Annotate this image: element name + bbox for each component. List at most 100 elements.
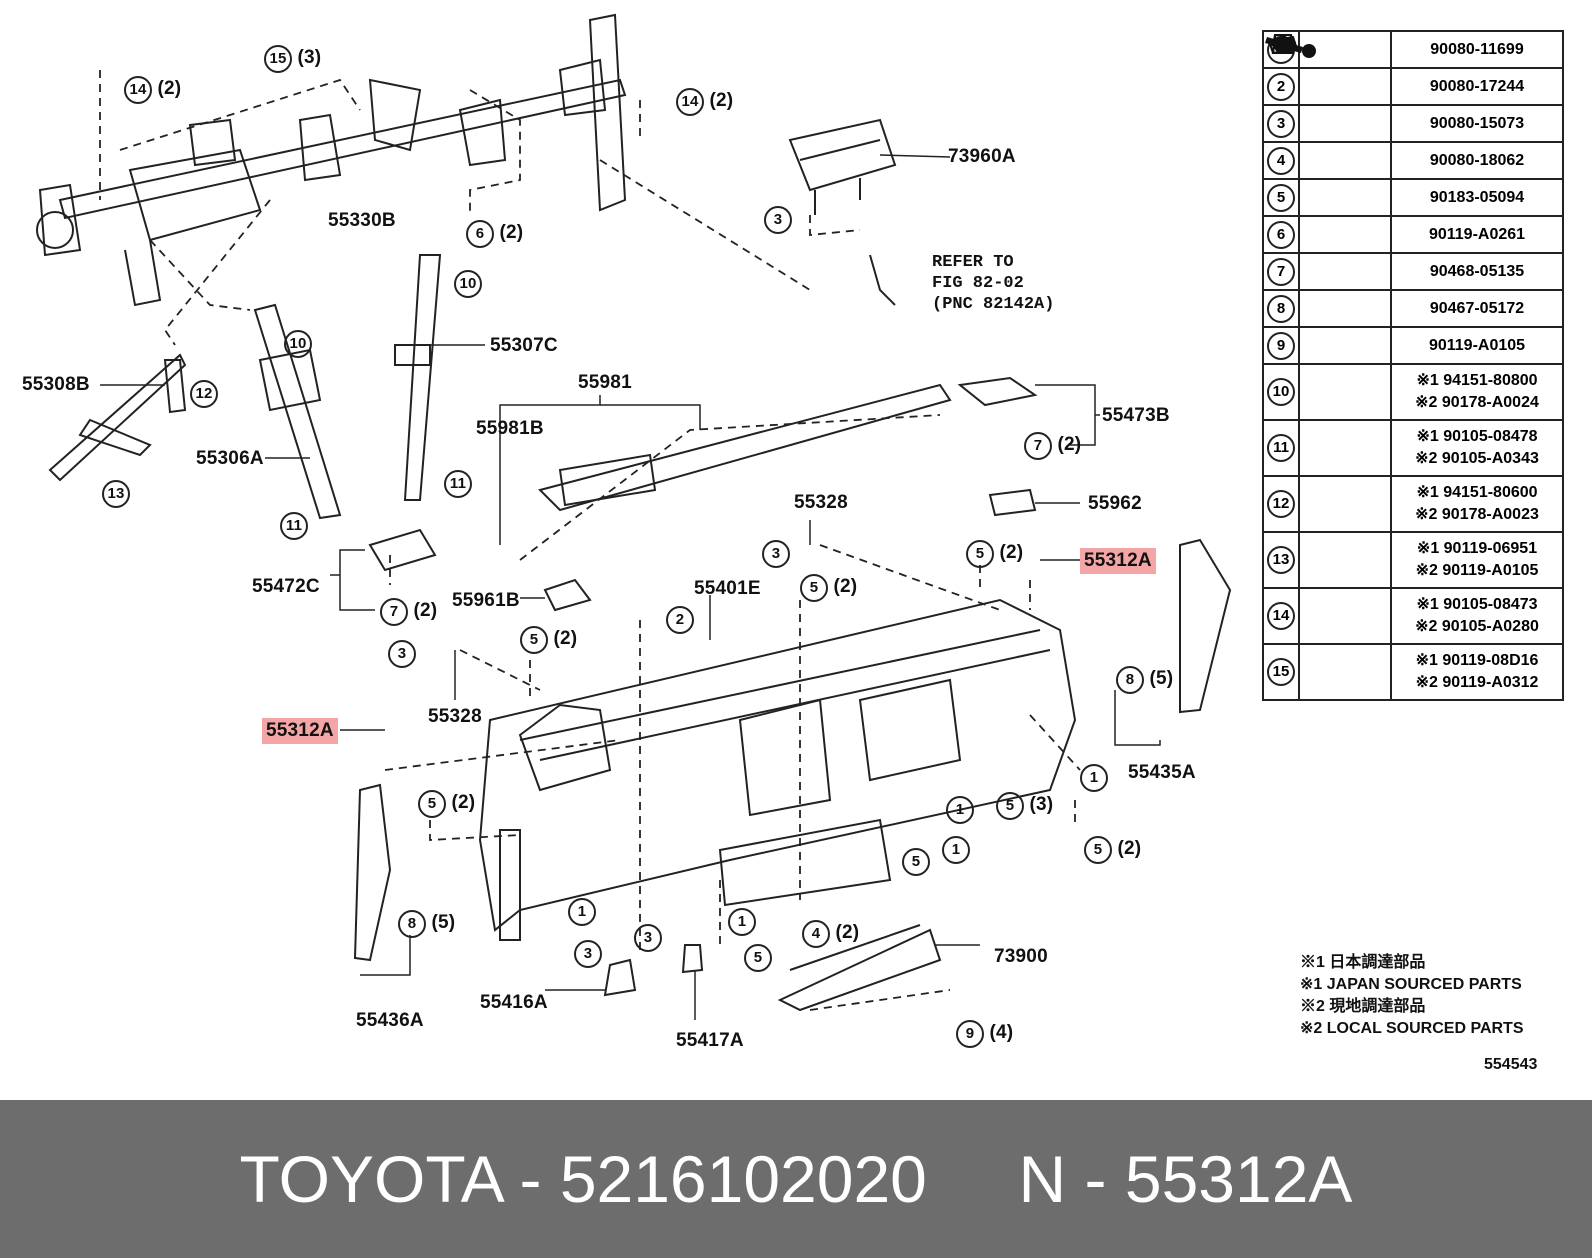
callout: 7 (2) [380, 598, 437, 626]
fastener-picture-cell [1269, 38, 1392, 143]
fastener-number: 2 [1267, 72, 1295, 101]
label-55401e: 55401E [694, 578, 761, 599]
callout-number: 5 [520, 626, 548, 654]
label-55961b: 55961B [452, 590, 520, 611]
fastener-row: 6 90119-A0261 [1262, 38, 1564, 254]
fastener-number: 12 [1267, 490, 1295, 518]
callout-qty: (2) [157, 78, 182, 99]
callout: 8 (5) [1116, 666, 1173, 694]
callout-qty: (2) [709, 90, 734, 111]
parts-diagram: 73960A 55330B 55307C 55308B 55306A 55981… [22, 13, 1564, 1073]
fastener-row: 15 ※1 90119-08D16※2 90119-A0312 [1262, 38, 1564, 701]
fastener-part-number-cell: ※1 90119-08D16※2 90119-A0312 [1390, 643, 1564, 701]
callout-qty: (5) [431, 912, 456, 933]
callout: 1 [568, 898, 596, 926]
fastener-part-number-cell: 90468-05135 [1390, 252, 1564, 291]
callout-number: 5 [744, 944, 772, 972]
note-line: ※2 現地調達部品 [1300, 998, 1426, 1015]
callout-number: 8 [398, 910, 426, 938]
fastener-number-cell: 5 [1262, 178, 1300, 217]
callout-qty: (3) [1029, 794, 1054, 815]
fastener-part-number-cell: 90080-15073 [1390, 104, 1564, 143]
callout: 3 [762, 540, 790, 568]
instrument-panel-shape [478, 598, 1077, 932]
callout-number: 3 [764, 206, 792, 234]
fastener-part-number: 90119-A0261 [1428, 225, 1526, 243]
fastener-picture-cell [1269, 38, 1392, 365]
fastener-part-number: ※1 90119-06951 [1416, 540, 1538, 557]
fastener-number: 15 [1267, 658, 1295, 686]
fastener-number: 13 [1267, 546, 1295, 574]
fastener-number-cell: 2 [1262, 67, 1300, 106]
fastener-picture-cell [1269, 38, 1392, 254]
fastener-picture-cell [1265, 37, 1392, 645]
callout: 5 (2) [520, 626, 577, 654]
fastener-picture-cell [1269, 38, 1392, 589]
callout-number: 5 [1084, 836, 1112, 864]
fastener-part-number: ※2 90178-A0024 [1415, 394, 1539, 411]
label-55473b: 55473B [1102, 405, 1170, 426]
fastener-picture-cell [1274, 36, 1392, 106]
fastener-part-number: 90468-05135 [1429, 262, 1525, 280]
fastener-row: 10※1 94151-80800※2 90178-A0024 [1262, 36, 1564, 421]
callout: 1 [728, 908, 756, 936]
callout-number: 1 [568, 898, 596, 926]
fastener-number-cell: 15 [1262, 643, 1300, 701]
fastener-part-number-cell: 90080-17244 [1390, 67, 1564, 106]
fastener-table-body: 190080-11699290080-17244390080-150734900… [1262, 30, 1564, 701]
fastener-part-number-cell: ※1 90105-08473※2 90105-A0280 [1390, 587, 1564, 645]
fastener-row: 2 90080-17244 [1262, 36, 1564, 106]
callout-number: 9 [956, 1020, 984, 1048]
fastener-part-number: ※1 90105-08473 [1416, 596, 1538, 613]
fastener-number: 7 [1267, 257, 1295, 286]
reinforcement-beam-shape [58, 78, 627, 220]
callout: 5 [744, 944, 772, 972]
callout: 7 (2) [1024, 432, 1081, 460]
refer-note: REFER TO FIG 82-02 (PNC 82142A) [932, 253, 1055, 314]
callout-qty: (2) [833, 576, 858, 597]
callout-qty: (2) [999, 542, 1024, 563]
note-line: ※1 JAPAN SOURCED PARTS [1300, 976, 1522, 993]
fastener-part-number: 90080-17244 [1429, 77, 1525, 95]
callout-number: 8 [1116, 666, 1144, 694]
fastener-number-cell: 4 [1262, 141, 1300, 180]
callout-qty: (2) [499, 222, 524, 243]
label-55962: 55962 [1088, 493, 1142, 514]
callout: 11 [280, 512, 308, 540]
fastener-number: 6 [1267, 220, 1295, 249]
label-55306a: 55306A [196, 448, 264, 469]
callout: 11 [444, 470, 472, 498]
callout-qty: (2) [1117, 838, 1142, 859]
callout-number: 10 [454, 270, 482, 298]
fastener-part-number: ※2 90119-A0105 [1415, 562, 1539, 579]
callout-number: 4 [802, 920, 830, 948]
fastener-number-cell: 12 [1262, 475, 1300, 533]
fastener-number-cell: 3 [1262, 104, 1300, 143]
label-55435a: 55435A [1128, 762, 1196, 783]
callout: 4 (2) [802, 920, 859, 948]
fastener-picture-cell [1271, 34, 1392, 291]
callout-qty: (2) [451, 792, 476, 813]
label-55416a: 55416A [480, 992, 548, 1013]
fastener-row: 14※1 90105-08473※2 90105-A0280 [1262, 37, 1564, 645]
callout: 5 [902, 848, 930, 876]
fastener-picture-cell [1267, 35, 1392, 217]
fastener-number-cell: 8 [1262, 289, 1300, 328]
callout: 8 (5) [398, 910, 455, 938]
callout: 3 [764, 206, 792, 234]
label-55981: 55981 [578, 372, 632, 393]
callout-number: 1 [946, 796, 974, 824]
sourcing-notes: ※1 日本調達部品 ※1 JAPAN SOURCED PARTS ※2 現地調達… [1300, 952, 1524, 1040]
fastener-part-number: ※1 90119-08D16 [1415, 652, 1539, 669]
fastener-row: 3 90080-15073 [1262, 38, 1564, 143]
fastener-picture-cell [1274, 36, 1392, 533]
callout-number: 7 [380, 598, 408, 626]
callout: 2 [666, 606, 694, 634]
callout-number: 3 [762, 540, 790, 568]
fastener-number-cell: 11 [1262, 419, 1300, 477]
callout: 1 [1080, 764, 1108, 792]
label-55472c: 55472C [252, 576, 320, 597]
fastener-row: 7 90468-05135 [1262, 34, 1564, 291]
callout-number: 11 [444, 470, 472, 498]
callout-number: 3 [634, 924, 662, 952]
